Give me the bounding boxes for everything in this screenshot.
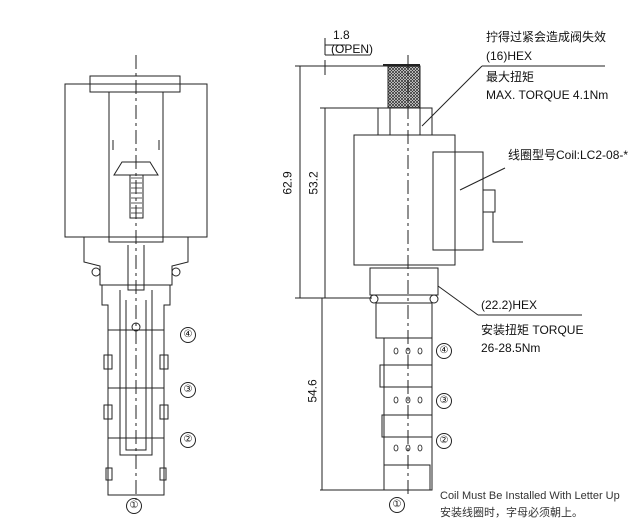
- open-label: (OPEN): [331, 42, 373, 56]
- section-port-2: ②: [180, 432, 196, 448]
- outline-port-2: ②: [436, 433, 452, 449]
- section-view: [64, 55, 208, 500]
- outline-port-4: ④: [436, 343, 452, 359]
- max-torque-cn: 最大扭矩: [486, 70, 535, 84]
- outline-port-1: ①: [389, 497, 405, 513]
- section-port-4: ④: [180, 327, 196, 343]
- section-port-1: ①: [126, 498, 142, 514]
- outline-port-3: ③: [436, 393, 452, 409]
- nut-hex-label: (16)HEX: [486, 49, 533, 63]
- note-cn: 安装线圈时，字母必须朝上。: [440, 507, 583, 519]
- coil-label: 线圈型号Coil:LC2-08-*: [508, 148, 629, 162]
- body-hex-label: (22.2)HEX: [481, 298, 538, 312]
- lower-dim: 54.6: [305, 379, 320, 403]
- upper-dim: 53.2: [306, 171, 321, 195]
- warning-cn: 拧得过紧会造成阀失效: [486, 30, 607, 44]
- section-port-3: ③: [180, 382, 196, 398]
- install-torque-value: 26-28.5Nm: [481, 341, 541, 355]
- install-torque-label: 安装扭矩 TORQUE: [481, 323, 584, 337]
- note-en: Coil Must Be Installed With Letter Up: [440, 490, 620, 502]
- overall-dim: 62.9: [280, 171, 295, 195]
- max-torque-label: MAX. TORQUE 4.1Nm: [486, 88, 609, 102]
- outline-view: [295, 38, 605, 495]
- open-stroke-dim: 1.8: [333, 28, 350, 42]
